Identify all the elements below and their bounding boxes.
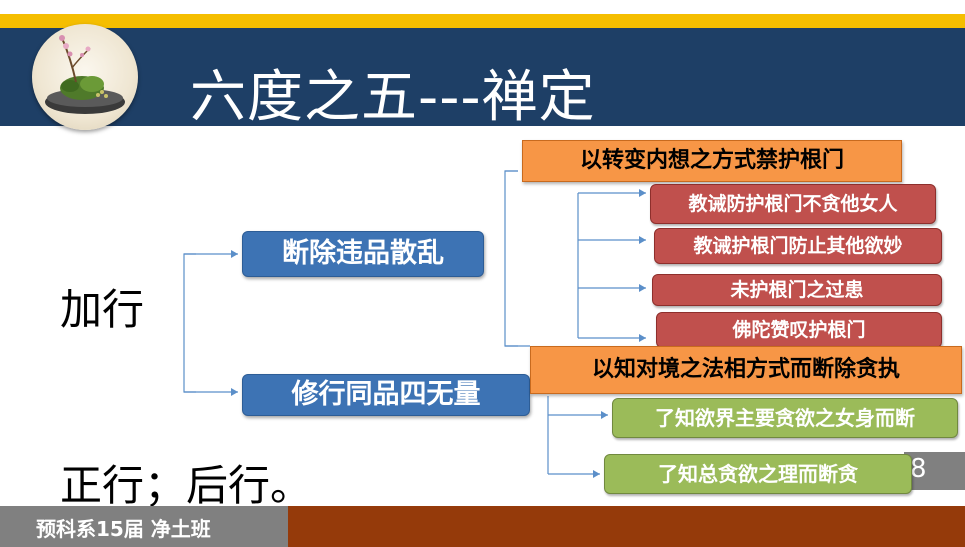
- sub2-item-2: 了知总贪欲之理而断贪: [604, 454, 912, 494]
- branch-box-2: 修行同品四无量: [242, 374, 530, 416]
- branch-box-1: 断除违品散乱: [242, 231, 484, 277]
- sub2-heading: 以知对境之法相方式而断除贪执: [530, 346, 962, 394]
- title-bar: [0, 28, 965, 126]
- sub2-item-1: 了知欲界主要贪欲之女身而断: [612, 398, 958, 438]
- sub1-heading: 以转变内想之方式禁护根门: [522, 140, 902, 182]
- zhengxing-label: 正行；后行。: [60, 461, 313, 510]
- sub1-item-3: 未护根门之过患: [652, 274, 942, 306]
- page-number-box: 8: [904, 452, 965, 490]
- sub1-item-1: 教诫防护根门不贪他女人: [650, 184, 936, 224]
- slide-title: 六度之五---禅定: [190, 65, 596, 130]
- footer-label: 预科系15届 净土班: [36, 517, 211, 541]
- jiaxing-label: 加行: [60, 285, 145, 334]
- footer-label-box: 预科系15届 净土班: [0, 506, 288, 547]
- ikebana-logo-icon: [32, 24, 138, 130]
- gold-accent-bar: [0, 14, 965, 28]
- page-number: 8: [910, 454, 927, 484]
- sub1-item-2: 教诫护根门防止其他欲妙: [654, 228, 942, 264]
- sub1-item-4: 佛陀赞叹护根门: [656, 312, 942, 348]
